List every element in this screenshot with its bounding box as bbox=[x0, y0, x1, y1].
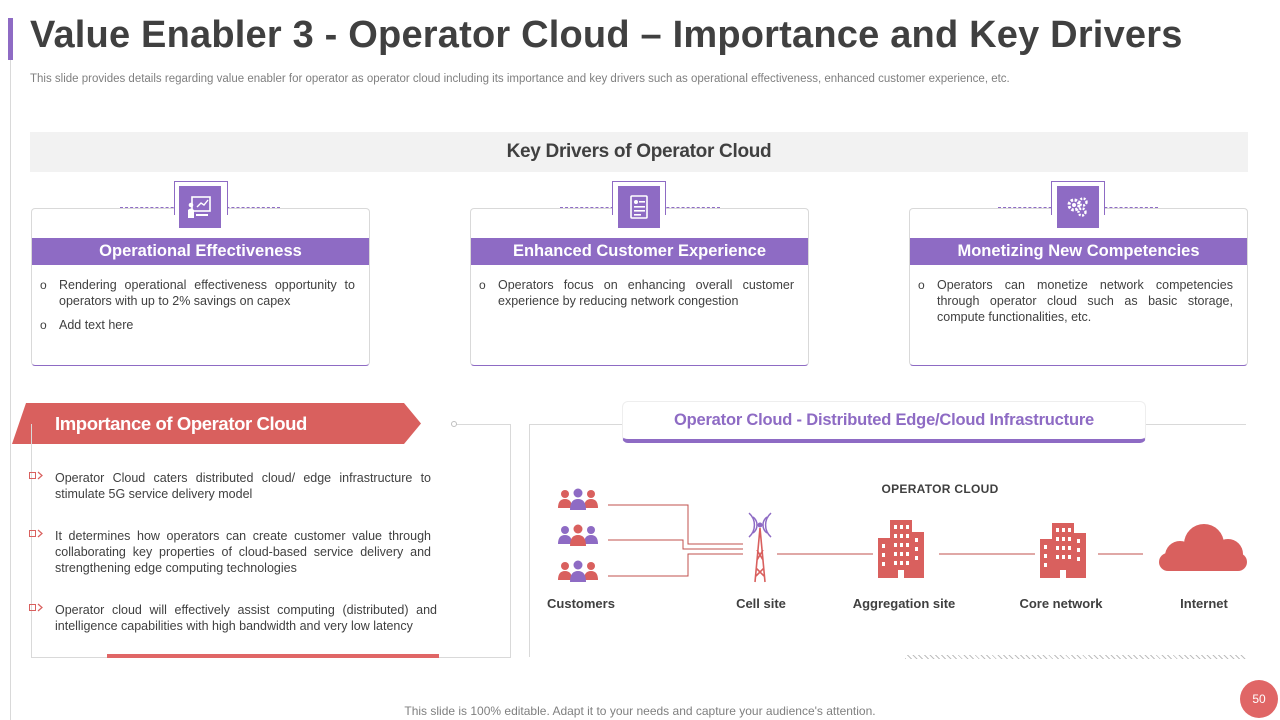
driver-card-monetizing: Monetizing New Competencies Operators ca… bbox=[909, 208, 1248, 366]
driver-card-title: Enhanced Customer Experience bbox=[471, 238, 808, 265]
importance-banner bbox=[12, 403, 421, 444]
driver-point: Rendering operational effectiveness oppo… bbox=[40, 277, 355, 309]
driver-card-points: Operators focus on enhancing overall cus… bbox=[479, 277, 794, 317]
infrastructure-diagram bbox=[558, 488, 1247, 583]
arrow-bullet-icon bbox=[29, 529, 43, 538]
arrow-bullet-icon bbox=[29, 603, 43, 612]
importance-title: Importance of Operator Cloud bbox=[55, 413, 307, 434]
left-rule bbox=[10, 60, 11, 720]
slide-subtitle: This slide provides details regarding va… bbox=[30, 73, 1010, 85]
importance-point: Operator cloud will effectively assist c… bbox=[55, 603, 437, 633]
driver-card-operational: Operational Effectiveness Rendering oper… bbox=[31, 208, 370, 366]
page-number-badge: 50 bbox=[1240, 680, 1278, 718]
driver-card-title: Monetizing New Competencies bbox=[910, 238, 1247, 265]
aggregation-building-icon bbox=[878, 520, 924, 578]
importance-item: Operator Cloud caters distributed cloud/… bbox=[29, 470, 431, 502]
driver-point: Operators can monetize network competenc… bbox=[918, 277, 1233, 325]
core-network-building-icon bbox=[1040, 523, 1086, 578]
importance-point: Operator Cloud caters distributed cloud/… bbox=[55, 471, 431, 501]
infrastructure-hatch bbox=[905, 655, 1246, 659]
arrow-bullet-icon bbox=[29, 471, 43, 480]
connector-dot bbox=[451, 421, 457, 427]
driver-card-points: Rendering operational effectiveness oppo… bbox=[40, 277, 355, 341]
document-icon bbox=[618, 186, 660, 228]
key-drivers-header: Key Drivers of Operator Cloud bbox=[30, 132, 1248, 172]
slide-title: Value Enabler 3 - Operator Cloud – Impor… bbox=[30, 14, 1183, 56]
footer-note: This slide is 100% editable. Adapt it to… bbox=[404, 704, 876, 718]
gears-icon bbox=[1057, 186, 1099, 228]
cell-tower-icon bbox=[748, 512, 772, 583]
connector-lines bbox=[608, 504, 1143, 577]
customers-icon bbox=[558, 488, 598, 582]
title-accent-bar bbox=[8, 18, 13, 60]
internet-cloud-icon bbox=[1159, 524, 1247, 571]
cell-site-label: Cell site bbox=[736, 596, 786, 611]
driver-point: Operators focus on enhancing overall cus… bbox=[479, 277, 794, 309]
customers-label: Customers bbox=[547, 596, 615, 611]
presentation-icon bbox=[179, 186, 221, 228]
core-network-label: Core network bbox=[1019, 596, 1103, 611]
importance-box-top-line bbox=[454, 424, 511, 425]
infrastructure-title: Operator Cloud - Distributed Edge/Cloud … bbox=[622, 401, 1146, 443]
importance-item: Operator cloud will effectively assist c… bbox=[29, 602, 437, 634]
operator-cloud-label: OPERATOR CLOUD bbox=[881, 482, 999, 496]
internet-label: Internet bbox=[1180, 596, 1228, 611]
driver-card-points: Operators can monetize network competenc… bbox=[918, 277, 1233, 333]
importance-bottom-bar bbox=[107, 654, 439, 658]
importance-item: It determines how operators can create c… bbox=[29, 528, 431, 576]
driver-point: Add text here bbox=[40, 317, 355, 333]
driver-card-customer-experience: Enhanced Customer Experience Operators f… bbox=[470, 208, 809, 366]
aggregation-site-label: Aggregation site bbox=[852, 596, 956, 611]
driver-card-title: Operational Effectiveness bbox=[32, 238, 369, 265]
importance-point: It determines how operators can create c… bbox=[55, 529, 431, 575]
